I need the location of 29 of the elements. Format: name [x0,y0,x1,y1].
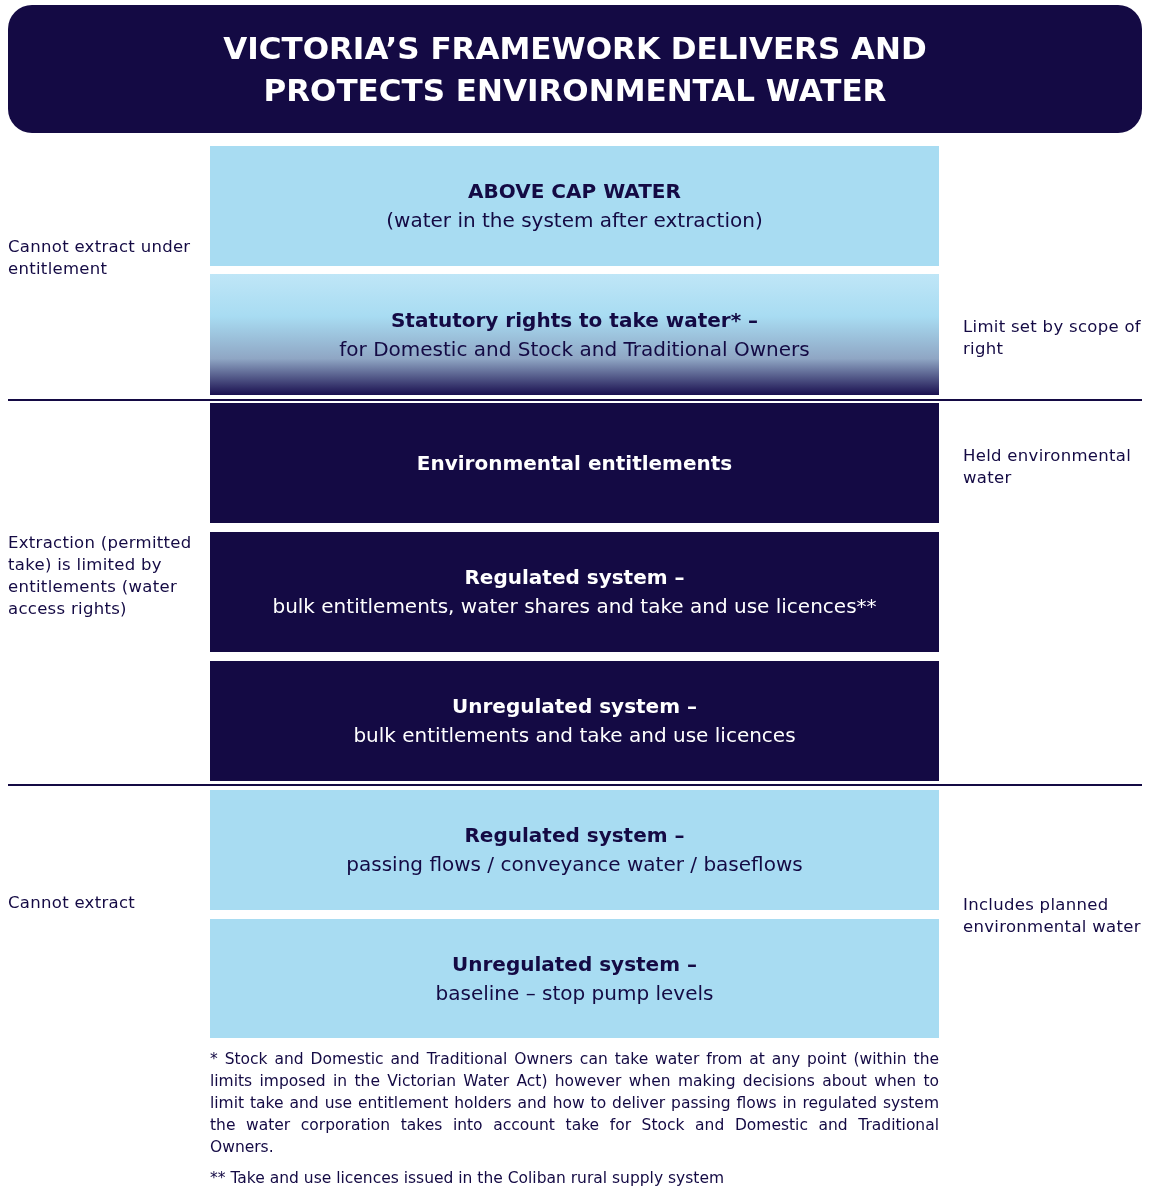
side-note: Includes planned environmental water [963,894,1142,938]
band-heading: ABOVE CAP WATER [468,178,681,205]
band-box [210,532,939,652]
band-box [210,274,939,395]
side-note: Held environmental water [963,445,1133,489]
band-box [210,146,939,266]
band-heading: Environmental entitlements [416,449,733,477]
band-description: bulk entitlements and take and use licences [353,722,796,749]
band-box [210,790,939,910]
band-box [210,919,939,1038]
side-note: Extraction (permitted take) is limited by entitlements (water access rights) [8,532,193,620]
band-box [210,403,939,523]
band-description: bulk entitlements, water shares and take and use licences** [272,593,877,620]
footnote: * Stock and Domestic and Traditional Owners can take water from at any point (within the limits imposed in the Victorian Water Act) however when making decisions about when to limit take and use entitlement holders and how to deliver passing flows in regulated system the water corporation takes into account take for Stock and Domestic and Traditional Owners. [210,1049,939,1158]
side-note: Cannot extract under entitlement [8,236,192,280]
band-heading: Unregulated system – [452,693,697,720]
band-heading: Unregulated system – [452,950,697,978]
band-description: for Domestic and Stock and Traditional Owners [339,335,810,363]
band-description: baseline – stop pump levels [435,979,714,1007]
title-banner: VICTORIA’S FRAMEWORK DELIVERS AND PROTECTS ENVIRONMENTAL WATER [8,5,1142,133]
band-box [210,661,939,781]
band-heading: Statutory rights to take water* – [390,306,759,334]
footnote: ** Take and use licences issued in the Coliban rural supply system [210,1168,726,1189]
side-note: Limit set by scope of right [963,316,1142,360]
band-heading: Regulated system – [464,564,685,591]
band-description: passing flows / conveyance water / baseflows [346,851,803,878]
band-description: (water in the system after extraction) [386,207,763,234]
band-heading: Regulated system – [464,822,685,849]
side-note: Cannot extract [8,892,137,914]
